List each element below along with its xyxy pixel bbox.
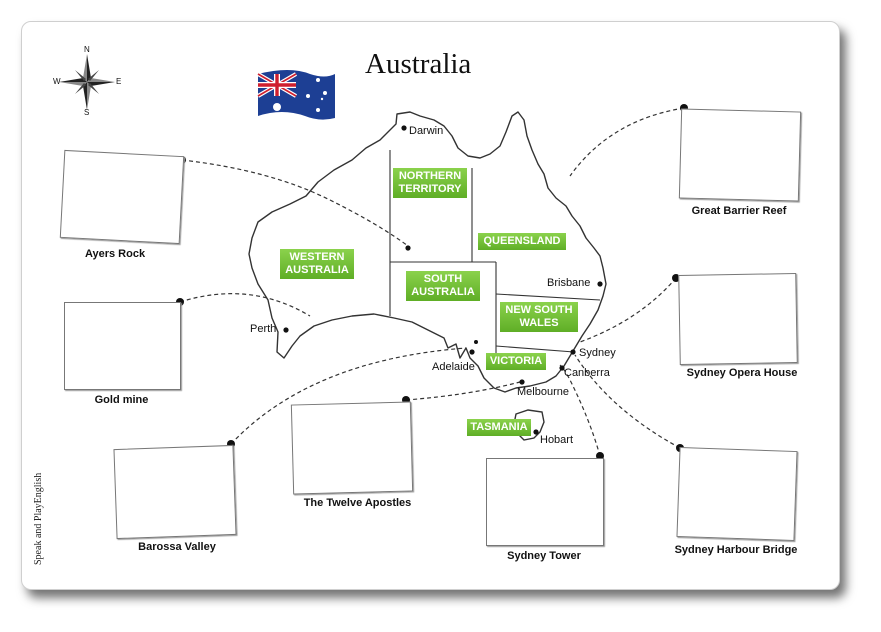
- compass-north-label: N: [84, 45, 90, 54]
- compass-rose: [59, 54, 115, 110]
- city-label-brisbane: Brisbane: [547, 277, 591, 289]
- compass-east-label: E: [116, 77, 122, 86]
- caption-ayers-rock: Ayers Rock: [84, 248, 146, 260]
- city-label-melbourne: Melbourne: [517, 386, 569, 398]
- state-label-new-south-wales: NEW SOUTH WALES: [500, 302, 578, 332]
- city-label-darwin: Darwin: [409, 125, 444, 137]
- credit-text: Speak and PlayEnglish: [33, 472, 44, 565]
- caption-sydney-opera-house: Sydney Opera House: [686, 367, 798, 379]
- picture-frame-gold-mine: [64, 302, 181, 390]
- compass-south-label: S: [84, 108, 90, 117]
- state-label-queensland: QUEENSLAND: [478, 233, 566, 250]
- picture-frame-sydney-opera-house: [678, 272, 798, 366]
- state-label-tasmania: TASMANIA: [467, 419, 531, 436]
- compass-west-label: W: [53, 77, 61, 86]
- caption-sydney-tower: Sydney Tower: [507, 550, 581, 562]
- australian-flag-icon: [256, 70, 335, 120]
- state-borders: [389, 150, 601, 362]
- city-label-adelaide: Adelaide: [432, 361, 475, 373]
- picture-frame-ayers-rock: [59, 149, 185, 245]
- city-markers: [283, 125, 603, 435]
- caption-barossa-valley: Barossa Valley: [138, 541, 216, 553]
- state-label-south-australia: SOUTH AUSTRALIA: [406, 271, 480, 301]
- picture-frame-twelve-apostles: [290, 401, 414, 495]
- picture-frame-sydney-tower: [486, 458, 604, 546]
- city-label-sydney: Sydney: [579, 347, 616, 359]
- state-label-victoria: VICTORIA: [486, 353, 546, 370]
- city-label-canberra: Canberra: [564, 367, 610, 379]
- caption-great-barrier-reef: Great Barrier Reef: [691, 205, 787, 217]
- caption-sydney-harbour-bridge: Sydney Harbour Bridge: [674, 544, 798, 556]
- caption-twelve-apostles: The Twelve Apostles: [303, 497, 412, 509]
- state-label-western-australia: WESTERN AUSTRALIA: [280, 249, 354, 279]
- picture-frame-barossa-valley: [113, 444, 237, 540]
- picture-frame-great-barrier-reef: [678, 108, 802, 202]
- city-label-perth: Perth: [250, 323, 277, 335]
- caption-gold-mine: Gold mine: [94, 394, 149, 406]
- page-title: Australia: [365, 48, 472, 80]
- city-label-hobart: Hobart: [540, 434, 574, 446]
- state-label-northern-territory: NORTHERN TERRITORY: [393, 168, 467, 198]
- picture-frame-sydney-harbour-bridge: [676, 446, 798, 542]
